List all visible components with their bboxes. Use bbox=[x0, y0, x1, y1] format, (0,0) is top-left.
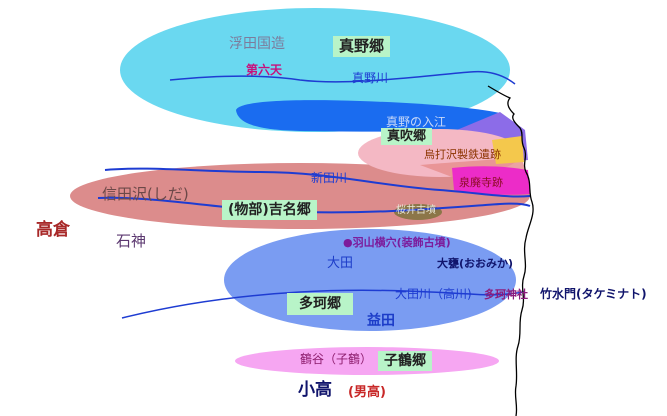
ohmika-label: 大甕(おおみか) bbox=[437, 257, 514, 270]
ukita-region bbox=[120, 8, 510, 132]
karasuuchizawa-label: 烏打沢製鉄遺跡 bbox=[424, 148, 501, 161]
mano-inlet bbox=[236, 100, 515, 132]
shidazawa-label: 信田沢(しだ) bbox=[102, 185, 189, 203]
tsurugaya-label: 鶴谷（子鶴） bbox=[300, 352, 373, 366]
shinda-river-label: 新田川 bbox=[311, 171, 348, 185]
ukita-kuni-label: 浮田国造 bbox=[229, 36, 285, 52]
mano-go-box: 真野郷 bbox=[333, 36, 391, 57]
dairokuten-label: 第六天 bbox=[246, 63, 283, 77]
shida-lower-line bbox=[97, 196, 531, 214]
mano-inlet-label: 真野の入江 bbox=[386, 115, 447, 129]
haneyama-label: ●羽山横穴(装飾古墳) bbox=[343, 236, 451, 249]
takaga-shrine-label: 多珂神社 bbox=[484, 288, 528, 301]
yellow-area bbox=[492, 136, 524, 164]
mononobe-yoshina-box: (物部)吉名郷 bbox=[222, 200, 317, 220]
shinda-river-line bbox=[104, 167, 531, 198]
oota-label: 大田 bbox=[327, 256, 354, 271]
mano-river-line bbox=[169, 70, 516, 85]
sakurai-kofun-label: 桜井古墳 bbox=[396, 205, 436, 216]
senryouji-area bbox=[452, 166, 530, 195]
otaka-label: (男高) bbox=[348, 385, 386, 400]
masuda-label: 益田 bbox=[367, 313, 395, 329]
takakura-label: 高倉 bbox=[36, 220, 70, 240]
coastline bbox=[487, 85, 534, 416]
ishigami-label: 石神 bbox=[116, 232, 147, 250]
odaka-label: 小高 bbox=[298, 380, 332, 400]
mano-river-label: 真野川 bbox=[352, 71, 389, 85]
oota-river-line bbox=[121, 289, 526, 319]
oota-river-label: 大田川（高川) bbox=[395, 287, 472, 301]
tsuru-region bbox=[235, 347, 499, 375]
mafuki-go-box: 真吹郷 bbox=[381, 128, 433, 145]
takemizukado-label: 竹水門(タケミナト) bbox=[540, 287, 647, 301]
takaga-go-box: 多珂郷 bbox=[287, 293, 353, 315]
senryouji-label: 泉廃寺跡 bbox=[459, 176, 503, 189]
kotsuru-go-box: 子鶴郷 bbox=[378, 351, 432, 371]
